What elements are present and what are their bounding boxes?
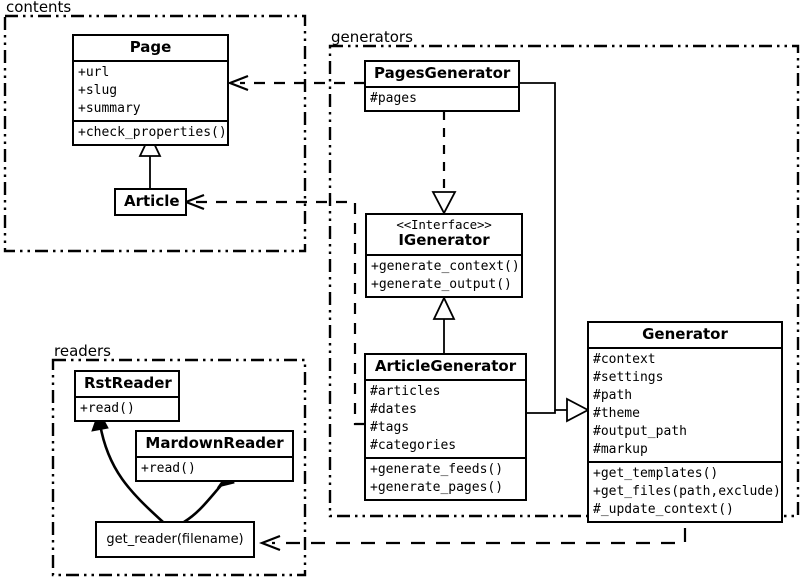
edge-get-reader-to-mardownreader [183, 481, 225, 524]
attribute-item: #dates [370, 402, 417, 418]
class-attributes-generator: #context #settings #path #theme #output_… [589, 347, 781, 461]
package-label-contents: contents [6, 0, 72, 16]
class-operations-igenerator: +generate_context() +generate_output() [367, 253, 521, 296]
class-attributes-articlegenerator: #articles #dates #tags #categories [366, 379, 525, 457]
class-box-mardownreader[interactable]: MardownReader +read() [135, 430, 294, 483]
attribute-item: #pages [370, 91, 417, 107]
class-operations-rstreader: +read() [76, 396, 178, 420]
package-label-generators: generators [331, 28, 413, 46]
operation-item: +read() [141, 461, 196, 477]
dependency-arrowhead-get-reader [258, 534, 281, 552]
class-name-text-igenerator: IGenerator [398, 231, 490, 250]
edge-get-reader-to-rstreader [98, 423, 164, 523]
class-box-rstreader[interactable]: RstReader +read() [74, 370, 180, 423]
class-box-article[interactable]: Article [114, 188, 187, 217]
attribute-item: #categories [370, 438, 457, 454]
package-frame-readers [51, 358, 307, 577]
class-box-articlegenerator[interactable]: ArticleGenerator #articles #dates #tags … [364, 353, 527, 502]
attribute-item: #context [593, 352, 656, 368]
class-box-igenerator[interactable]: <<Interface>> IGenerator +generate_conte… [365, 213, 523, 298]
class-box-page[interactable]: Page +url +slug +summary +check_properti… [72, 34, 229, 147]
class-name-pagesgenerator: PagesGenerator [374, 64, 511, 82]
class-operations-articlegenerator: +generate_feeds() +generate_pages() [366, 457, 525, 499]
class-name-rstreader: RstReader [84, 374, 172, 392]
class-box-pagesgenerator[interactable]: PagesGenerator #pages [364, 60, 520, 113]
generalization-arrowhead-igenerator-2 [432, 295, 456, 320]
class-name-article: Article [124, 192, 180, 210]
class-attributes-page: +url +slug +summary [74, 60, 227, 120]
attribute-item: +slug [78, 83, 118, 99]
edge-articlegenerator-to-generator [527, 410, 556, 414]
class-name-articlegenerator: ArticleGenerator [374, 357, 517, 375]
operation-item: +get_files(path,exclude) [593, 483, 781, 499]
class-operations-mardownreader: +read() [137, 456, 292, 480]
class-name-mardownreader: MardownReader [145, 434, 284, 452]
attribute-item: #settings [593, 370, 664, 386]
class-attributes-pagesgenerator: #pages [366, 86, 518, 110]
class-operations-page: +check_properties() [74, 120, 227, 144]
operation-item: #_update_context() [593, 501, 734, 517]
operation-item: +generate_output() [371, 276, 512, 292]
package-label-readers: readers [54, 342, 111, 360]
class-stereotype-igenerator: <<Interface>> [396, 217, 492, 232]
realization-arrowhead-igenerator [431, 191, 457, 215]
class-box-generator[interactable]: Generator #context #settings #path #them… [587, 321, 783, 523]
operation-item: +get_templates() [593, 466, 719, 482]
operation-item: +check_properties() [78, 125, 227, 141]
function-label-get-reader: get_reader(filename) [106, 532, 244, 547]
attribute-item: #markup [593, 442, 648, 458]
attribute-item: +url [78, 65, 110, 81]
attribute-item: #output_path [593, 424, 687, 440]
attribute-item: #articles [370, 384, 441, 400]
operation-item: +read() [80, 401, 135, 417]
class-name-page: Page [129, 38, 172, 56]
generalization-arrowhead-generator [566, 397, 590, 423]
operation-item: +generate_pages() [370, 480, 504, 496]
dependency-arrowhead-page [226, 74, 249, 92]
attribute-item: #theme [593, 406, 640, 422]
edge-articlegenerator-to-article [196, 200, 365, 426]
class-name-generator: Generator [642, 325, 728, 343]
attribute-item: +summary [78, 101, 141, 117]
class-name-igenerator: <<Interface>> IGenerator [367, 215, 521, 254]
operation-item: +generate_feeds() [370, 462, 504, 478]
function-box-get-reader[interactable]: get_reader(filename) [95, 521, 255, 558]
edge-pagesgenerator-to-generator [520, 82, 568, 411]
attribute-item: #path [593, 388, 633, 404]
package-frame-contents [3, 14, 307, 253]
attribute-item: #tags [370, 420, 410, 436]
package-frame-generators [328, 44, 800, 518]
class-operations-generator: +get_templates() +get_files(path,exclude… [589, 461, 781, 521]
operation-item: +generate_context() [371, 258, 520, 274]
